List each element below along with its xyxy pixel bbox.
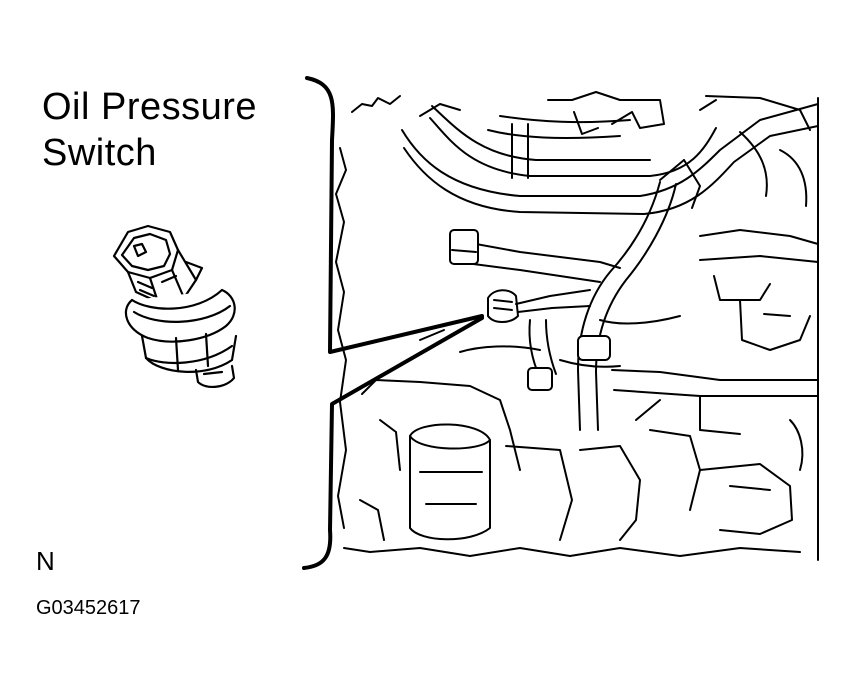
figure-id-label: G03452617 xyxy=(36,597,141,619)
view-code-label: N xyxy=(36,546,55,576)
callout-label: Oil Pressure Switch xyxy=(42,84,257,176)
oil-pressure-switch-illustration xyxy=(112,224,238,388)
engine-bay-illustration xyxy=(335,91,819,561)
callout-bracket xyxy=(302,76,484,570)
callout-label-line-2: Switch xyxy=(42,132,157,174)
callout-label-line-1: Oil Pressure xyxy=(42,86,258,128)
